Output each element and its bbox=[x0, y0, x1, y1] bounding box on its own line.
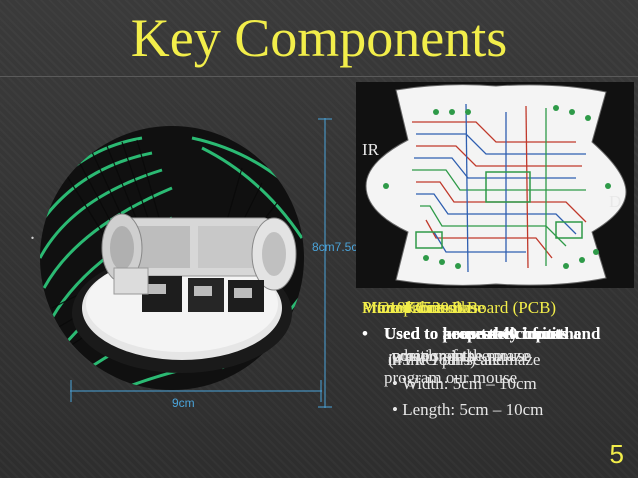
heading-maze-fabric: Maze Fabric Base bbox=[362, 298, 485, 317]
bullet-text-1: Used to accurately turn the bbox=[384, 324, 582, 343]
dim-length-line: • Length: 5cm – 10cm bbox=[392, 400, 543, 420]
heading-microprocessor: Microprocessor bbox=[362, 298, 469, 317]
pcb-layout-image bbox=[356, 82, 634, 288]
dim-length-text: Length: 5cm – 10cm bbox=[402, 400, 544, 419]
stray-dot: . bbox=[30, 222, 35, 244]
heading-pcb: Printed Circuit Board (PCB) bbox=[362, 298, 557, 317]
sub-bullet-glyph-2: • bbox=[392, 400, 398, 419]
heading-pic: PIC18F4520 bbox=[362, 298, 449, 317]
d-label: D bbox=[609, 192, 622, 211]
subline-2: position in the maze bbox=[392, 346, 530, 365]
bullet-text-3: Used to house the circuits and bbox=[384, 324, 601, 343]
bullet-glyph: • bbox=[362, 324, 368, 343]
height-dimension-line bbox=[318, 118, 332, 408]
page-number: 5 bbox=[609, 439, 624, 469]
subline-3: components bbox=[392, 346, 475, 365]
ir-label: IR bbox=[362, 140, 379, 159]
micromouse-render-image bbox=[40, 126, 304, 390]
height-label: 8cm7.5cm bbox=[312, 240, 368, 254]
overlapping-component-text: Motor Controller Printed Circuit Board (… bbox=[362, 298, 632, 428]
subline-6: in the 18th-scale maze bbox=[388, 350, 541, 369]
subline-1: wheels of the mouse bbox=[392, 346, 532, 365]
bullet-text-4: Used to process 40 inputs bbox=[384, 324, 567, 343]
sub-bullet-glyph-1: • bbox=[392, 374, 398, 393]
bullet-text-2: Used to keep track of its bbox=[384, 324, 560, 343]
subline-4: program our mouse bbox=[384, 368, 518, 387]
width-label: 9cm bbox=[172, 396, 195, 410]
title-divider bbox=[0, 76, 638, 77]
heading-motor-controller: Motor Controller bbox=[362, 298, 479, 317]
width-dimension-line bbox=[70, 380, 322, 402]
dim-width-line: • Width: 5cm – 10cm bbox=[392, 374, 537, 394]
dim-width-text: Width: 5cm – 10cm bbox=[401, 374, 537, 393]
slide-title: Key Components bbox=[130, 8, 508, 68]
subline-5: (45 I/O pins) and bbox=[388, 350, 505, 369]
